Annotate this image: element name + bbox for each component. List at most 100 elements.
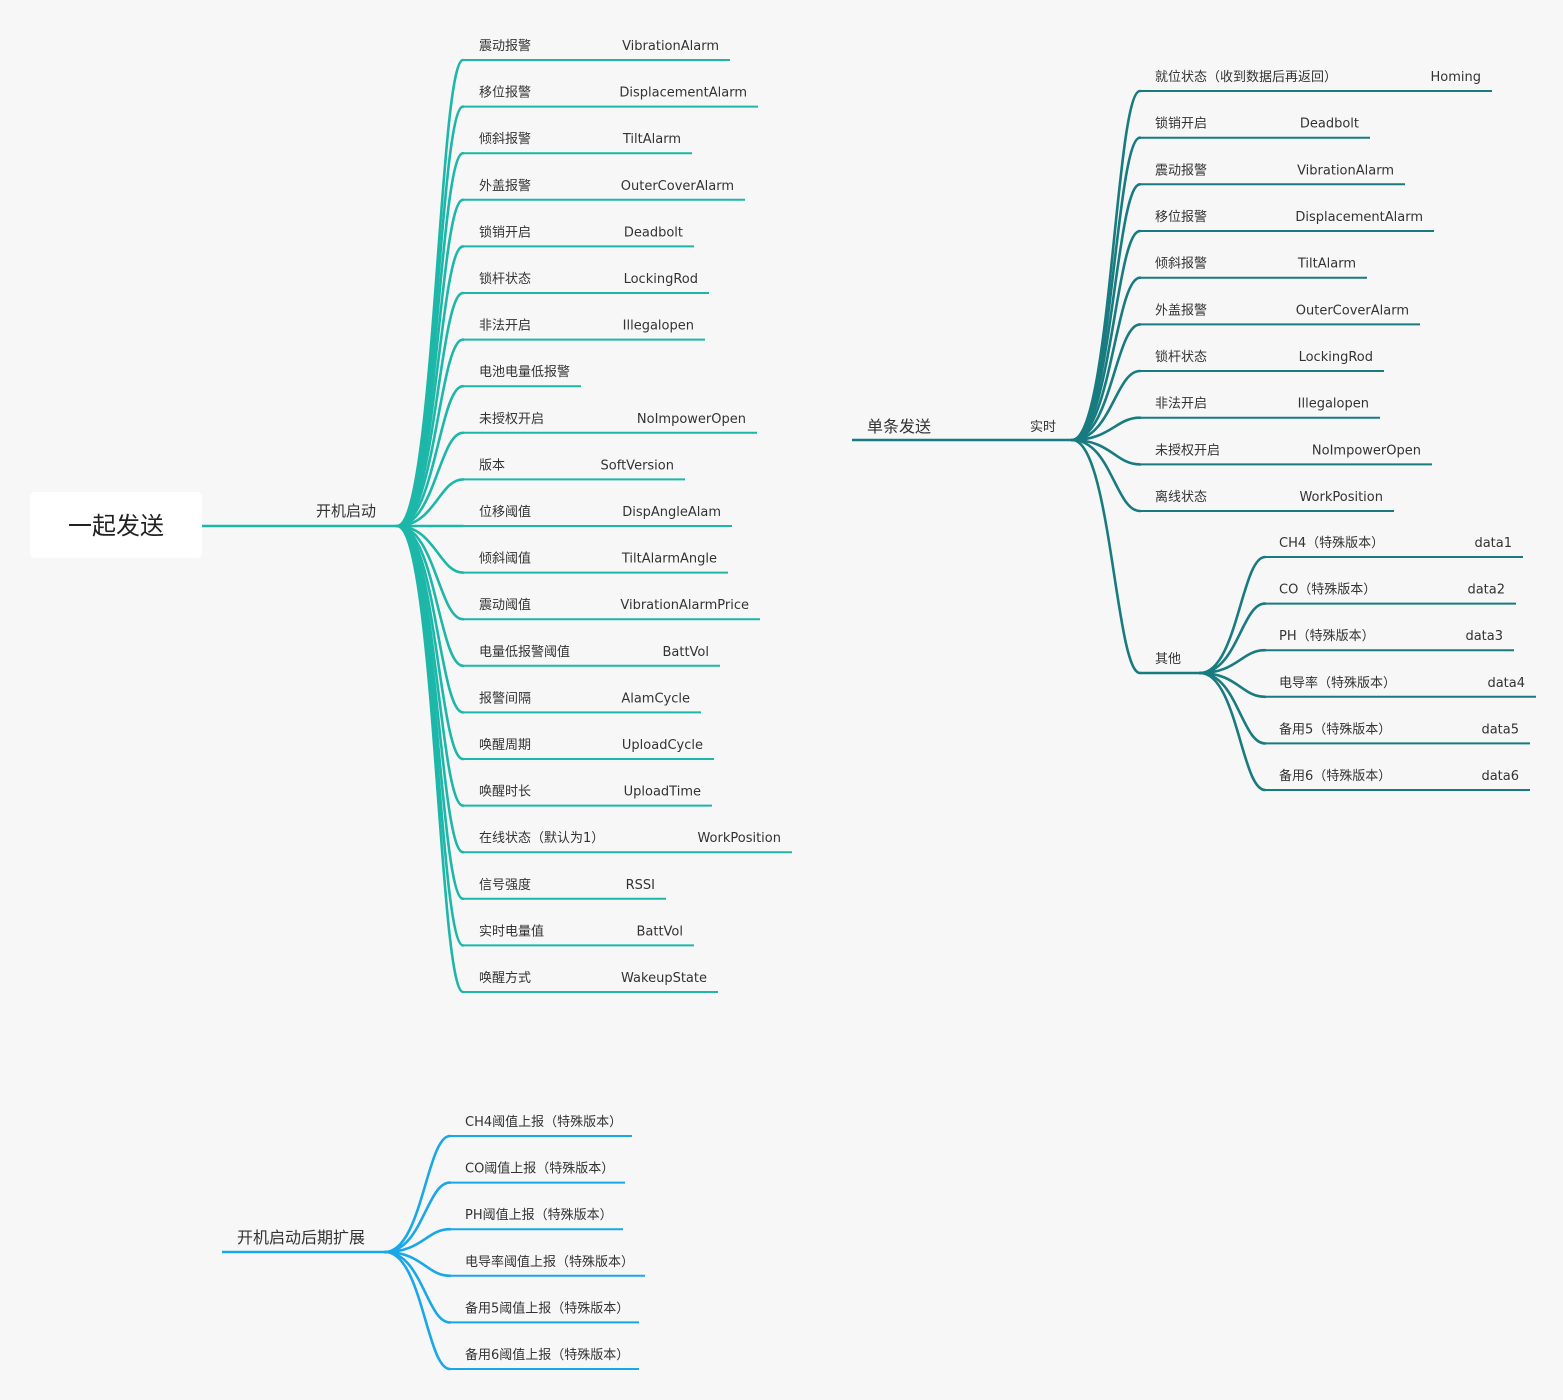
other-item[interactable]: 备用5（特殊版本）data5: [1265, 721, 1530, 745]
boot-item-label: 唤醒方式: [479, 970, 531, 986]
boot-connector: [395, 338, 465, 528]
realtime-item[interactable]: 非法开启 Illegalopen: [1140, 397, 1380, 419]
other-topic-label: 其他: [1155, 652, 1181, 667]
realtime-item-value: LockingRod: [1299, 350, 1373, 365]
realtime-connector: [1070, 438, 1142, 513]
boot-item-label: 实时电量值: [479, 923, 544, 939]
extension-item[interactable]: CO阈值上报（特殊版本）: [450, 1161, 625, 1184]
extension-topic[interactable]: 开机启动后期扩展: [237, 1228, 365, 1247]
realtime-connector: [1070, 369, 1142, 442]
boot-item-value: OuterCoverAlarm: [621, 179, 734, 194]
extension-connector: [383, 1250, 452, 1371]
extension-item-label: 备用5阈值上报（特殊版本）: [465, 1300, 629, 1316]
boot-item[interactable]: 唤醒时长 UploadTime: [463, 785, 712, 807]
other-connector: [1198, 555, 1267, 675]
realtime-connector: [1070, 416, 1142, 442]
realtime-connector: [1070, 276, 1142, 442]
other-item-label: CH4（特殊版本）: [1279, 536, 1384, 551]
realtime-item-label: 非法开启: [1155, 397, 1207, 412]
boot-item-value: WorkPosition: [697, 831, 781, 846]
realtime-item-label: 离线状态: [1155, 489, 1207, 505]
realtime-item[interactable]: 就位状态（收到数据后再返回） Homing: [1140, 70, 1492, 92]
extension-item[interactable]: PH阈值上报（特殊版本）: [450, 1207, 623, 1231]
boot-item-label: 位移阈值: [479, 504, 531, 520]
other-item-value: data6: [1481, 769, 1519, 784]
realtime-connector: [1070, 323, 1142, 442]
realtime-to-other-connector: [1070, 438, 1142, 675]
other-connector: [1198, 648, 1267, 675]
boot-item-label: 震动阈值: [479, 597, 531, 613]
other-item[interactable]: PH（特殊版本）data3: [1265, 629, 1514, 652]
extension-connector: [383, 1181, 452, 1254]
realtime-item-value: Homing: [1431, 70, 1482, 85]
boot-item-label: 唤醒时长: [479, 785, 531, 800]
boot-item-value: BattVol: [636, 924, 683, 939]
realtime-item-value: NoImpowerOpen: [1312, 443, 1421, 458]
boot-item-value: TiltAlarmAngle: [621, 552, 717, 567]
other-item[interactable]: 电导率（特殊版本）data4: [1265, 675, 1536, 698]
boot-item-value: Deadbolt: [624, 225, 683, 240]
boot-item-label: 电量低报警阈值: [479, 644, 570, 660]
boot-item-value: UploadTime: [624, 785, 701, 800]
extension-item[interactable]: 电导率阈值上报（特殊版本）: [450, 1254, 645, 1277]
boot-item[interactable]: 在线状态（默认为1） WorkPosition: [463, 830, 792, 854]
boot-item-label: 在线状态（默认为1）: [479, 830, 604, 846]
boot-connector: [395, 524, 465, 994]
boot-item[interactable]: 锁销开启 Deadbolt: [463, 224, 694, 248]
realtime-topic[interactable]: 实时: [1030, 420, 1056, 435]
extension-item[interactable]: CH4阈值上报（特殊版本）: [450, 1114, 632, 1137]
boot-item[interactable]: 电池电量低报警: [463, 364, 581, 388]
boot-item-label: 倾斜阈值: [479, 551, 531, 567]
other-item-value: data2: [1467, 583, 1505, 598]
realtime-item-value: Illegalopen: [1298, 397, 1369, 412]
extension-item[interactable]: 备用5阈值上报（特殊版本）: [450, 1300, 639, 1324]
boot-item-label: 锁销开启: [479, 224, 531, 240]
boot-item-value: VibrationAlarm: [622, 39, 719, 54]
extension-item[interactable]: 备用6阈值上报（特殊版本）: [450, 1347, 639, 1370]
boot-topic[interactable]: 开机启动: [316, 502, 376, 520]
other-item[interactable]: CH4（特殊版本）data1: [1265, 536, 1523, 558]
boot-item[interactable]: 实时电量值 BattVol: [463, 923, 694, 947]
realtime-item-label: 就位状态（收到数据后再返回）: [1155, 70, 1337, 85]
boot-item-label: 倾斜报警: [479, 131, 531, 147]
other-item[interactable]: CO（特殊版本）data2: [1265, 583, 1516, 605]
single-send-topic[interactable]: 单条发送: [867, 417, 931, 436]
realtime-item-label: 倾斜报警: [1155, 256, 1207, 272]
boot-connector: [395, 291, 465, 528]
boot-item-value: DisplacementAlarm: [619, 86, 747, 101]
boot-item-value: UploadCycle: [622, 738, 703, 753]
boot-item-label: 信号强度: [479, 877, 531, 893]
boot-item-label: 非法开启: [479, 319, 531, 334]
other-topic[interactable]: 其他: [1140, 652, 1201, 675]
other-item[interactable]: 备用6（特殊版本）data6: [1265, 768, 1530, 791]
other-connector: [1198, 671, 1267, 792]
boot-topic-label: 开机启动: [316, 502, 376, 520]
boot-item-value: AlamCycle: [621, 691, 690, 706]
boot-item[interactable]: 倾斜阈值 TiltAlarmAngle: [463, 551, 728, 574]
root-topic[interactable]: 一起发送: [30, 492, 202, 558]
